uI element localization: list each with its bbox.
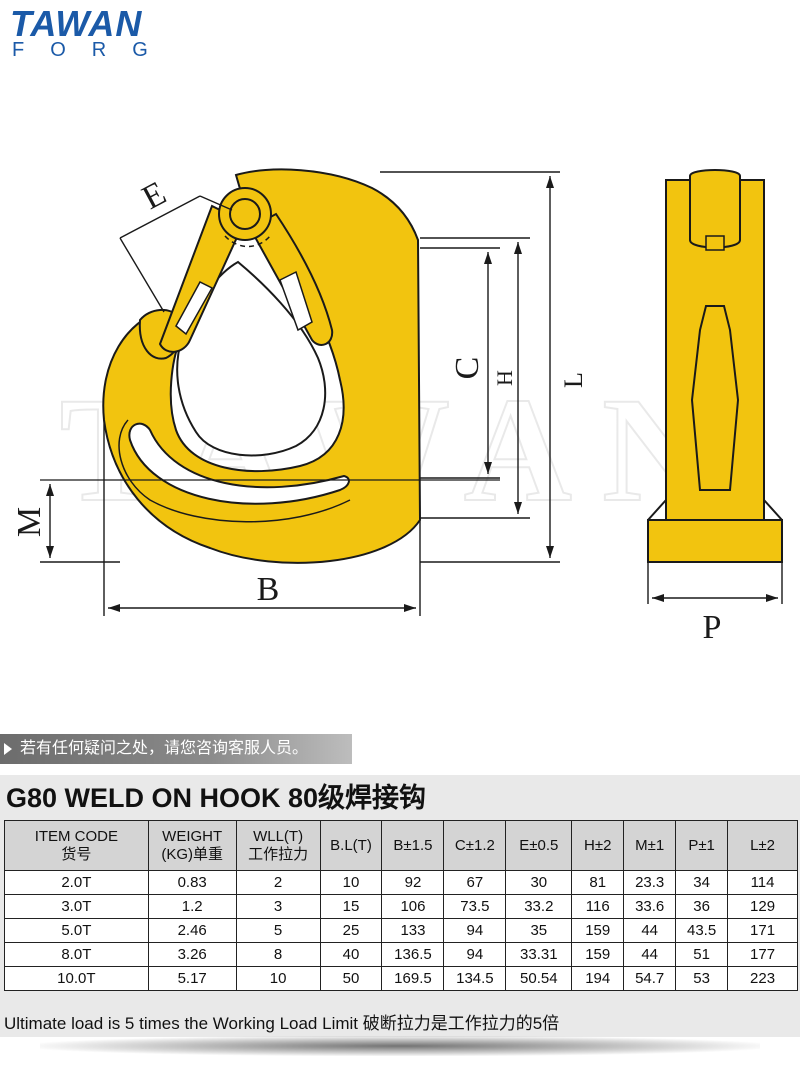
table-cell: 51 [675, 942, 729, 967]
table-cell: 116 [571, 894, 625, 919]
header-l: L±2 [727, 820, 798, 871]
label-p: P [703, 609, 722, 646]
table-cell: 44 [623, 942, 677, 967]
table-cell: 44 [623, 918, 677, 943]
table-cell: 136.5 [381, 942, 445, 967]
label-c: C [449, 357, 486, 380]
table-row: 5.0T 2.46 5 25 133 94 35 159 44 43.5 171 [4, 918, 798, 943]
table-cell: 23.3 [623, 870, 677, 895]
table-cell: 30 [505, 870, 573, 895]
table-cell: 223 [727, 966, 798, 991]
header-e: E±0.5 [505, 820, 573, 871]
table-cell: 1.2 [147, 894, 237, 919]
table-cell: 8.0T [4, 942, 149, 967]
table-cell: 2.46 [147, 918, 237, 943]
table-cell: 40 [319, 942, 383, 967]
table-cell: 3.26 [147, 942, 237, 967]
header-weight: WEIGHT(KG)单重 [147, 820, 237, 871]
dimension-lines [40, 171, 783, 616]
label-l: L [559, 372, 588, 388]
product-title: G80 WELD ON HOOK 80级焊接钩 [6, 783, 427, 813]
table-cell: 169.5 [381, 966, 445, 991]
hook-technical-drawing: TAWAN [11, 168, 783, 646]
table-cell: 54.7 [623, 966, 677, 991]
header-b: B±1.5 [381, 820, 445, 871]
sheet-shadow [40, 1036, 760, 1056]
table-row: 2.0T 0.83 2 10 92 67 30 81 23.3 34 114 [4, 870, 798, 895]
table-cell: 194 [571, 966, 625, 991]
table-cell: 5.17 [147, 966, 237, 991]
table-cell: 43.5 [675, 918, 729, 943]
table-cell: 3.0T [4, 894, 149, 919]
table-cell: 10 [319, 870, 383, 895]
table-cell: 177 [727, 942, 798, 967]
table-cell: 159 [571, 942, 625, 967]
table-cell: 0.83 [147, 870, 237, 895]
table-cell: 53 [675, 966, 729, 991]
header-wll: WLL(T)工作拉力 [235, 820, 321, 871]
table-cell: 106 [381, 894, 445, 919]
table-cell: 81 [571, 870, 625, 895]
table-cell: 15 [319, 894, 383, 919]
table-cell: 5 [235, 918, 321, 943]
table-row: 3.0T 1.2 3 15 106 73.5 33.2 116 33.6 36 … [4, 894, 798, 919]
table-cell: 34 [675, 870, 729, 895]
dimension-labels: E C H L M B P [11, 175, 721, 646]
table-cell: 5.0T [4, 918, 149, 943]
table-cell: 3 [235, 894, 321, 919]
ultimate-load-note: Ultimate load is 5 times the Working Loa… [4, 1014, 560, 1033]
notice-text: 若有任何疑问之处，请您咨询客服人员。 [20, 740, 309, 757]
table-row: 8.0T 3.26 8 40 136.5 94 33.31 159 44 51 … [4, 942, 798, 967]
table-cell: 171 [727, 918, 798, 943]
table-cell: 92 [381, 870, 445, 895]
table-cell: 33.6 [623, 894, 677, 919]
header-m: M±1 [623, 820, 677, 871]
notice-banner: 若有任何疑问之处，请您咨询客服人员。 [0, 734, 352, 764]
header-h: H±2 [571, 820, 625, 871]
dimension-arrows [46, 176, 778, 612]
table-row: 10.0T 5.17 10 50 169.5 134.5 50.54 194 5… [4, 966, 798, 991]
table-cell: 94 [443, 942, 507, 967]
table-cell: 134.5 [443, 966, 507, 991]
table-cell: 33.31 [505, 942, 573, 967]
table-cell: 2.0T [4, 870, 149, 895]
hook-front-view [102, 168, 422, 564]
table-cell: 33.2 [505, 894, 573, 919]
table-cell: 10.0T [4, 966, 149, 991]
table-cell: 10 [235, 966, 321, 991]
header-bl: B.L(T) [319, 820, 383, 871]
table-cell: 25 [319, 918, 383, 943]
header-c: C±1.2 [443, 820, 507, 871]
arrow-right-icon [4, 743, 12, 755]
header-p: P±1 [675, 820, 729, 871]
logo-subword: FORG [12, 39, 174, 61]
label-e: E [136, 175, 172, 217]
table-cell: 73.5 [443, 894, 507, 919]
table-cell: 94 [443, 918, 507, 943]
table-cell: 50.54 [505, 966, 573, 991]
table-cell: 8 [235, 942, 321, 967]
label-h: H [492, 370, 517, 386]
hook-side-view [647, 169, 783, 563]
table-cell: 67 [443, 870, 507, 895]
label-m: M [11, 507, 48, 537]
table-cell: 114 [727, 870, 798, 895]
table-cell: 159 [571, 918, 625, 943]
brand-logo: TAWAN FORG [10, 6, 170, 62]
table-cell: 133 [381, 918, 445, 943]
table-cell: 50 [319, 966, 383, 991]
table-cell: 129 [727, 894, 798, 919]
label-b: B [257, 571, 280, 608]
table-cell: 36 [675, 894, 729, 919]
table-cell: 35 [505, 918, 573, 943]
table-cell: 2 [235, 870, 321, 895]
logo-wordmark: TAWAN [10, 3, 143, 44]
